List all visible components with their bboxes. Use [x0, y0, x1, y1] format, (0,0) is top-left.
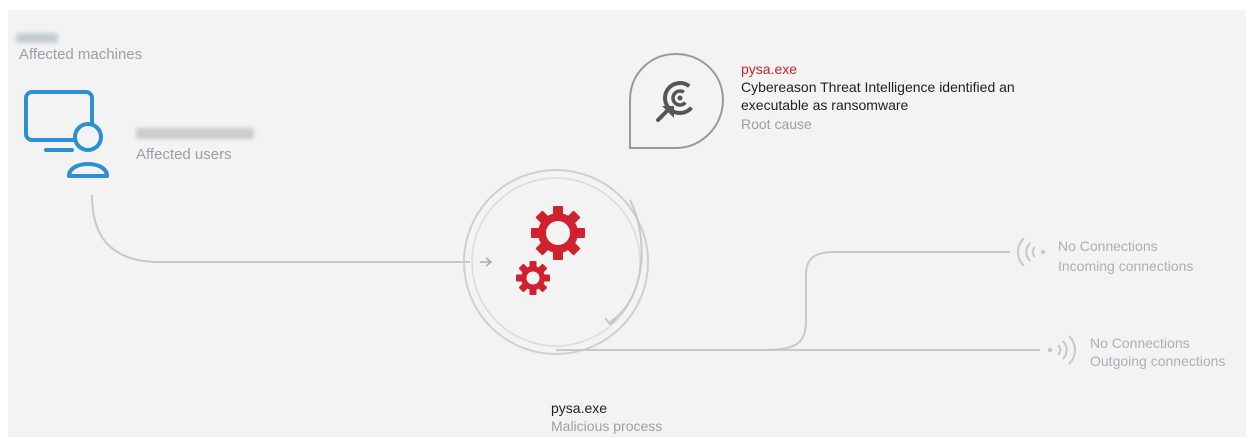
- rotation-arrow-head: [604, 317, 618, 326]
- gears-icon[interactable]: [500, 195, 620, 315]
- computer-user-icon[interactable]: [24, 90, 114, 190]
- process-outer-ring: [463, 169, 649, 355]
- incoming-status: No Connections: [1058, 238, 1158, 254]
- affected-machines-label: Affected machines: [19, 46, 143, 63]
- process-to-incoming-line: [759, 251, 1010, 351]
- attack-tree-canvas: [8, 10, 1246, 437]
- affected-users-label: Affected users: [136, 146, 232, 163]
- outgoing-label: Outgoing connections: [1090, 353, 1226, 369]
- target-cursor-icon[interactable]: [628, 52, 738, 152]
- machine-name-redacted: [16, 33, 58, 43]
- entry-arrow: [480, 257, 493, 267]
- root-cause-description-1: Cybereason Threat Intelligence identifie…: [741, 79, 1015, 95]
- root-cause-description-2: executable as ransomware: [741, 97, 909, 113]
- process-inner-ring: [471, 177, 641, 347]
- user-name-redacted: [136, 128, 254, 139]
- outgoing-status: No Connections: [1090, 335, 1190, 351]
- root-cause-title[interactable]: pysa.exe: [741, 61, 798, 77]
- incoming-label: Incoming connections: [1058, 258, 1194, 274]
- rotation-arrow: [609, 199, 643, 323]
- process-name[interactable]: pysa.exe: [551, 400, 608, 416]
- incoming-signal-icon: [1017, 237, 1046, 267]
- machine-to-process-line: [91, 194, 470, 263]
- root-cause-label: Root cause: [741, 116, 812, 132]
- outgoing-signal-icon: [1047, 335, 1076, 365]
- process-label: Malicious process: [551, 418, 663, 434]
